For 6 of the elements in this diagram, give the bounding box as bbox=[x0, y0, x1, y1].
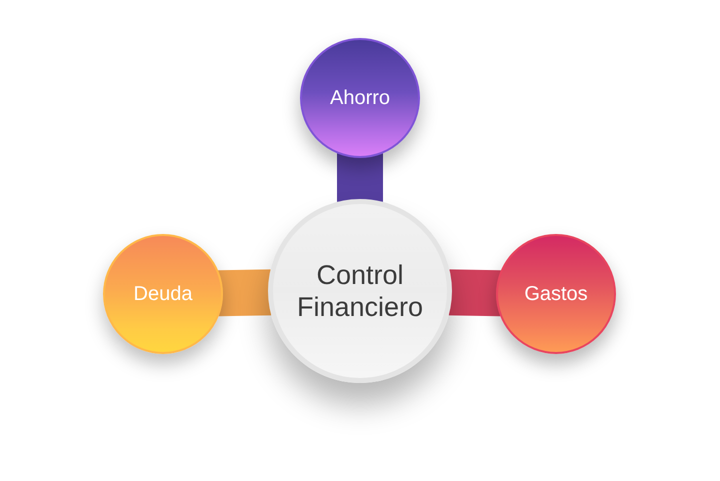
connector-bar bbox=[448, 269, 501, 316]
node-label: Ahorro bbox=[328, 86, 392, 110]
node-label: Control Financiero bbox=[296, 258, 424, 324]
node-label: Gastos bbox=[523, 282, 589, 306]
connector-bar bbox=[218, 269, 272, 316]
node-label: Deuda bbox=[132, 282, 194, 306]
